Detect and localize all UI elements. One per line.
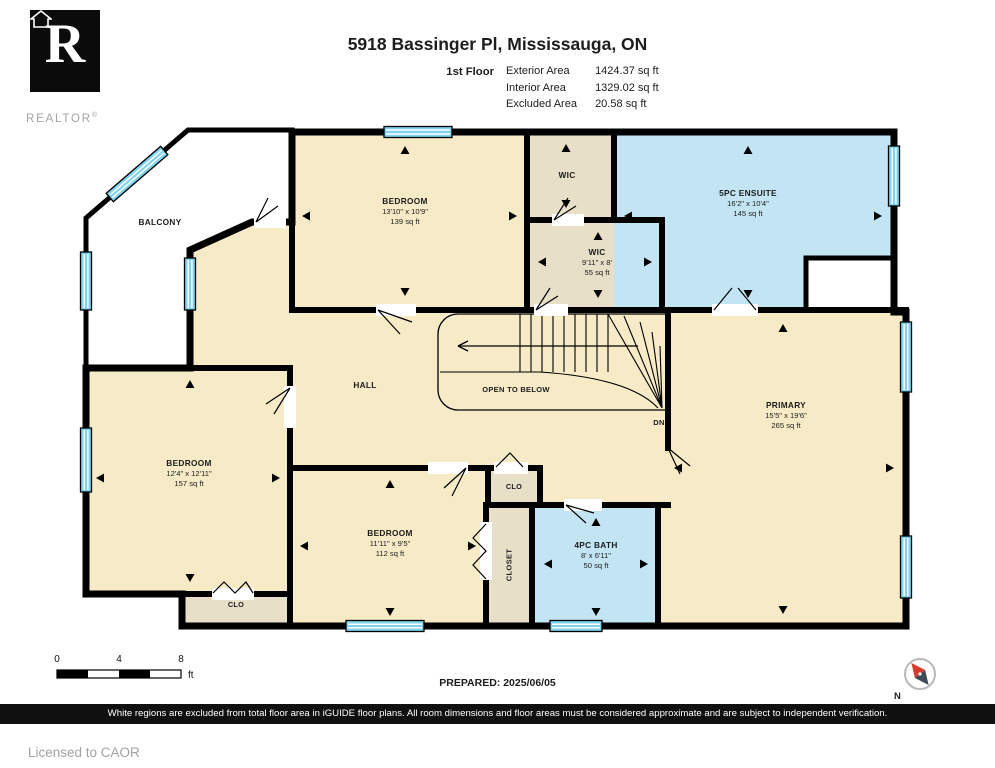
room-area: 139 sq ft (390, 217, 420, 227)
scale-tick-4: 4 (116, 654, 122, 665)
realtor-wordmark: REALTOR® (26, 112, 116, 125)
room-label-bedroom-top: BEDROOM 13'10" x 10'9" 139 sq ft (382, 196, 428, 228)
room-name: 4PC BATH (574, 540, 618, 550)
area-summary: Exterior Area 1424.37 sq ft Interior Are… (506, 65, 659, 115)
window (899, 535, 913, 599)
compass-icon (904, 658, 936, 690)
area-label: Interior Area (506, 81, 566, 94)
scale-tick-0: 0 (54, 654, 60, 665)
room-label-bedroom-bottom: BEDROOM 11'11" x 9'5" 112 sq ft (367, 528, 412, 560)
room-name: BEDROOM (367, 528, 413, 538)
dimension-arrows (96, 144, 894, 616)
room-name: OPEN TO BELOW (482, 385, 550, 394)
realtor-logo-letter: R (44, 13, 86, 75)
room-area: 265 sq ft (771, 421, 801, 431)
room-name: BEDROOM (382, 196, 428, 206)
room-dims: 8' x 6'11" (581, 551, 611, 561)
window (887, 145, 901, 207)
window (549, 619, 603, 633)
room-name: CLO (227, 600, 245, 609)
excluded-area-row: Excluded Area 20.58 sq ft (506, 98, 659, 110)
room-dims: 11'11" x 9'5" (369, 539, 411, 549)
room-name: 5PC ENSUITE (719, 188, 777, 198)
room-label-primary: PRIMARY 15'5" x 19'6" 265 sq ft (765, 400, 807, 432)
room-label-ensuite: 5PC ENSUITE 16'2" x 10'4" 145 sq ft (719, 188, 777, 220)
exterior-area-row: Exterior Area 1424.37 sq ft (506, 65, 659, 77)
window (183, 257, 197, 311)
area-label: Excluded Area (506, 98, 577, 110)
stairs-open-to-below (437, 313, 667, 411)
room-name: BALCONY (138, 217, 182, 227)
windows (79, 125, 913, 633)
room-area: 112 sq ft (375, 549, 405, 559)
stairs-dn-label: DN (653, 418, 664, 428)
dn-text: DN (653, 418, 665, 427)
room-area: 55 sq ft (584, 268, 610, 278)
room-dims: 13'10" x 10'9" (382, 207, 428, 217)
house-icon (30, 10, 52, 28)
window (345, 619, 425, 633)
room-label-bedroom-left: BEDROOM 12'4" x 12'11" 157 sq ft (166, 458, 211, 490)
area-value: 1424.37 sq ft (595, 65, 659, 77)
window (105, 145, 169, 203)
window (383, 125, 453, 139)
room-label-clo-mid: CLO (506, 482, 522, 492)
scale-bar (56, 669, 182, 679)
room-name: PRIMARY (765, 400, 807, 410)
window (79, 251, 93, 311)
door-openings (212, 214, 758, 600)
room-fills (86, 130, 906, 626)
room-label-clo-bottom: CLO (228, 600, 244, 610)
door-leaves (212, 197, 757, 594)
realtor-brand-text: REALTOR (26, 112, 92, 125)
room-name: HALL (353, 380, 377, 390)
room-area: 145 sq ft (733, 209, 763, 219)
room-area: 157 sq ft (174, 479, 204, 489)
licensed-to-text: Licensed to CAOR (28, 745, 140, 760)
room-name: WIC (588, 247, 606, 257)
room-area: 50 sq ft (583, 561, 609, 571)
room-label-bath: 4PC BATH 8' x 6'11" 50 sq ft (574, 540, 617, 572)
disclaimer-bar: White regions are excluded from total fl… (0, 704, 995, 724)
prepared-date: PREPARED: 2025/06/05 (439, 677, 556, 689)
room-dims: 12'4" x 12'11" (166, 469, 212, 479)
floor-label: 1st Floor (446, 66, 494, 78)
open-to-below-label: OPEN TO BELOW (482, 385, 550, 395)
window (899, 321, 913, 393)
room-name: WIC (558, 170, 576, 180)
area-label: Exterior Area (506, 65, 570, 77)
area-value: 1329.02 sq ft (595, 81, 659, 94)
stair-walkline-arrow (457, 340, 638, 352)
room-dims: 16'2" x 10'4" (727, 199, 769, 209)
north-label: N (894, 691, 901, 702)
room-label-wic-large: WIC 9'11" x 8' 55 sq ft (582, 247, 612, 279)
room-name: CLO (505, 482, 523, 491)
window (79, 427, 93, 493)
scale-tick-8: 8 (178, 654, 184, 665)
area-value: 20.58 sq ft (595, 98, 647, 110)
scale-unit: ft (188, 670, 194, 681)
room-dims: 9'11" x 8' (582, 258, 612, 268)
room-label-wic-small: WIC (558, 170, 575, 181)
disclaimer-text: White regions are excluded from total fl… (107, 708, 888, 719)
interior-area-row: Interior Area 1329.02 sq ft (506, 82, 659, 94)
realtor-logo: R (30, 10, 100, 92)
registered-mark: ® (91, 112, 98, 119)
room-dims: 15'5" x 19'6" (765, 411, 807, 421)
page-title: 5918 Bassinger Pl, Mississauga, ON (347, 34, 648, 54)
room-label-hall: HALL (353, 380, 376, 391)
room-name: BEDROOM (166, 458, 212, 468)
room-label-balcony: BALCONY (138, 217, 181, 228)
room-label-closet: CLOSET (504, 548, 514, 582)
